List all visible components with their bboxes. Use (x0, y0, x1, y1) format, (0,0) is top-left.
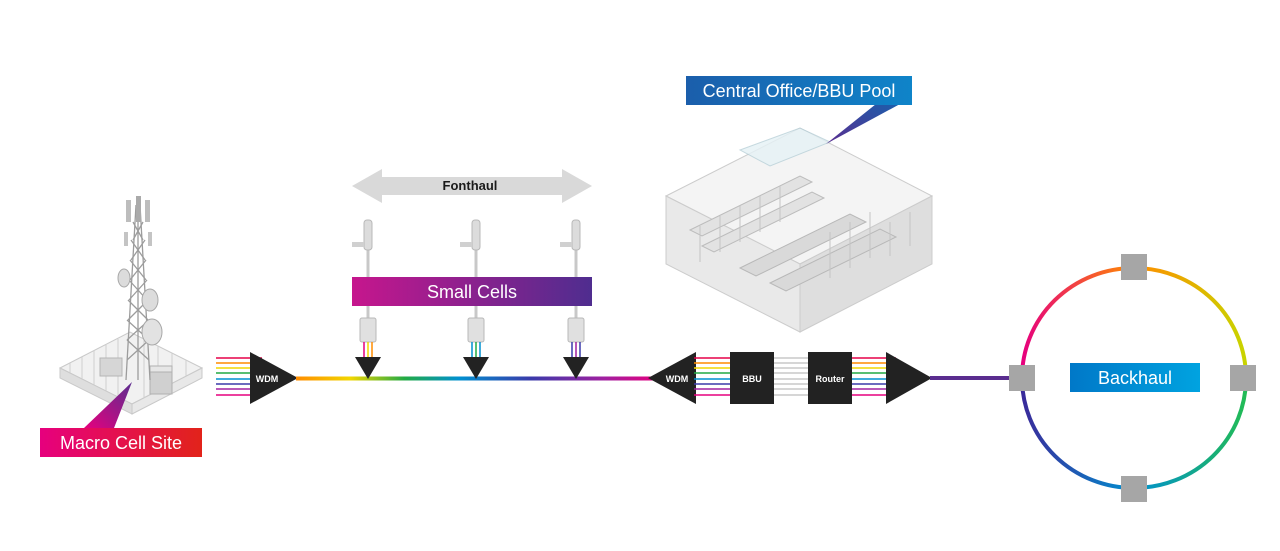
macro-cell-label-bg (40, 428, 202, 457)
ring-node-left (1009, 365, 1035, 391)
macro-cell-leader (84, 382, 132, 428)
central-office-leader (826, 104, 900, 144)
wdm-right-device (648, 352, 696, 404)
fronthaul-arrow (352, 169, 592, 203)
central-office-label: Central Office/BBU Pool (702, 80, 896, 101)
ring-node-right (1230, 365, 1256, 391)
wdm-left-label: WDM (255, 374, 279, 384)
backhaul-ring-top (1020, 266, 1248, 379)
small-cell-1-coupler (355, 357, 381, 379)
bbu-device (730, 352, 774, 404)
backhaul-label: Backhaul (1097, 367, 1173, 388)
central-office-label-bg (686, 76, 912, 105)
router-device (808, 352, 852, 404)
backhaul-ring-bottom (1020, 377, 1248, 490)
backhaul-label-bg (1070, 363, 1200, 392)
small-cell-1-icon (352, 219, 377, 360)
macro-cell-site-label: Macro Cell Site (59, 432, 183, 453)
ring-node-bottom (1121, 476, 1147, 502)
small-cells-label: Small Cells (426, 281, 518, 302)
wdm-bbu-fibers (694, 357, 730, 396)
small-cell-2-coupler (463, 357, 489, 379)
fiber-trunk (296, 376, 658, 381)
bbu-router-links (774, 357, 808, 396)
wdm-right-label: WDM (665, 374, 689, 384)
bbu-label: BBU (742, 374, 762, 384)
small-cell-3-coupler (563, 357, 589, 379)
small-cell-2-icon (460, 219, 485, 360)
wdm-left-device (250, 352, 298, 404)
wdm-backhaul-device (886, 352, 932, 404)
small-cells-label-bg (352, 277, 592, 306)
macro-cell-tower-icon (58, 196, 204, 415)
router-label: Router (815, 374, 845, 384)
fronthaul-label: Fonthaul (442, 178, 498, 193)
ring-node-top (1121, 254, 1147, 280)
central-office-building-icon (664, 127, 934, 333)
small-cell-3-icon (560, 219, 585, 360)
